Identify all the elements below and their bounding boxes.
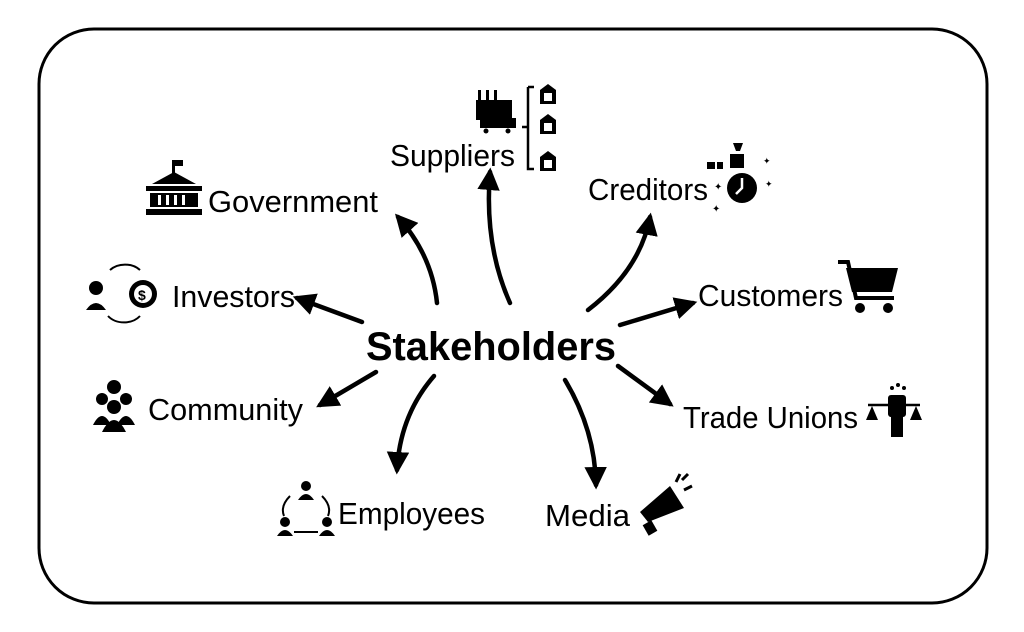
label-trade-unions: Trade Unions bbox=[683, 400, 858, 435]
arrow-suppliers bbox=[477, 167, 513, 306]
label-creditors: Creditors bbox=[588, 172, 708, 207]
shopping-cart-icon bbox=[838, 260, 898, 313]
arrow-employees bbox=[386, 373, 437, 475]
government-building-icon bbox=[146, 160, 202, 215]
arrow-media bbox=[562, 377, 607, 490]
diagram-frame bbox=[37, 27, 989, 605]
svg-text:✦: ✦ bbox=[714, 182, 722, 193]
group-people-icon bbox=[93, 380, 135, 432]
label-customers: Customers bbox=[698, 278, 843, 313]
svg-text:✦: ✦ bbox=[712, 204, 720, 215]
factory-warehouses-icon bbox=[476, 84, 556, 171]
arrow-customers bbox=[617, 297, 698, 328]
arrow-government bbox=[395, 213, 440, 306]
svg-text:$: $ bbox=[138, 287, 146, 303]
label-investors: Investors bbox=[172, 279, 295, 314]
label-media: Media bbox=[545, 498, 631, 533]
center-label: Stakeholders bbox=[366, 325, 616, 369]
arrow-creditors bbox=[585, 212, 658, 313]
arrow-community bbox=[316, 369, 379, 408]
svg-text:✦: ✦ bbox=[765, 180, 773, 190]
label-suppliers: Suppliers bbox=[390, 138, 515, 173]
fist-scales-icon bbox=[866, 383, 922, 437]
svg-text:✦: ✦ bbox=[763, 157, 771, 167]
investor-dollar-cycle-icon: $ bbox=[86, 263, 157, 324]
money-bag-clock-icon: ✦ ✦ ✦ ✦ bbox=[707, 143, 773, 215]
arrow-investors bbox=[292, 293, 365, 325]
team-network-icon bbox=[277, 481, 335, 536]
megaphone-icon bbox=[640, 472, 693, 536]
label-employees: Employees bbox=[338, 496, 485, 531]
label-community: Community bbox=[148, 392, 303, 427]
label-government: Government bbox=[208, 184, 378, 219]
arrow-trade-unions bbox=[615, 363, 674, 407]
